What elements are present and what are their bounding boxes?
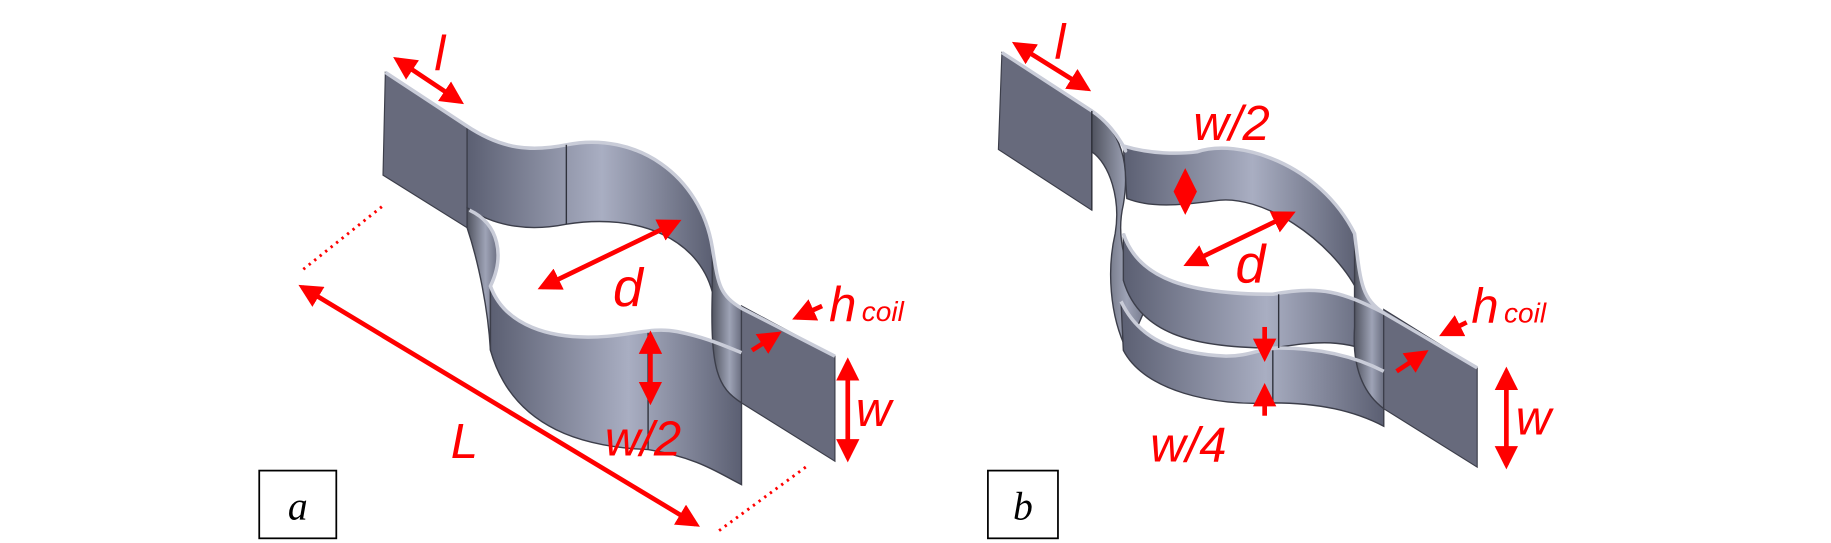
dimension-l-arrow [1011, 41, 1092, 92]
panel-letter-a: a [288, 485, 308, 529]
dimension-l-arrow [393, 56, 464, 105]
right-tab [740, 304, 836, 463]
right-tab [1383, 308, 1478, 469]
middle-edge [1121, 233, 1385, 315]
label-w-quarter: w/4 [1150, 418, 1226, 472]
top-edge [384, 70, 836, 358]
panel-letter-b: b [1013, 485, 1033, 529]
label-coil: coil [1504, 297, 1547, 328]
panel-a: l d h coil w/2 w L a [258, 27, 905, 540]
extension-line [300, 205, 383, 273]
dimension-d-arrow [1183, 211, 1296, 267]
hcoil-arrow-in [792, 299, 824, 321]
panel-b: l w/2 d h coil w/4 w b [987, 15, 1555, 540]
hcoil-arrow-in [1439, 315, 1468, 337]
label-w: w [1516, 391, 1555, 445]
label-w: w [856, 383, 895, 437]
label-L: L [451, 415, 478, 469]
label-d: d [1235, 235, 1267, 295]
label-h: h [1471, 279, 1498, 333]
label-d: d [613, 258, 645, 318]
label-w-half: w/2 [1193, 97, 1269, 151]
dimension-L-arrow [298, 284, 700, 527]
top-edge [1000, 51, 1479, 370]
label-w-half: w/2 [605, 412, 681, 466]
dimension-d-arrow [537, 219, 682, 290]
top-strip [466, 124, 714, 293]
panel-label-box [258, 469, 338, 540]
label-coil: coil [862, 296, 905, 327]
label-h: h [829, 278, 856, 332]
hcoil-arrow-out [1395, 350, 1429, 374]
label-l: l [1054, 15, 1066, 69]
hcoil-arrow-out [750, 331, 782, 354]
lower-edge [1119, 300, 1385, 373]
label-l: l [434, 27, 446, 81]
panel-label-box [987, 469, 1059, 540]
left-tab [997, 51, 1093, 212]
